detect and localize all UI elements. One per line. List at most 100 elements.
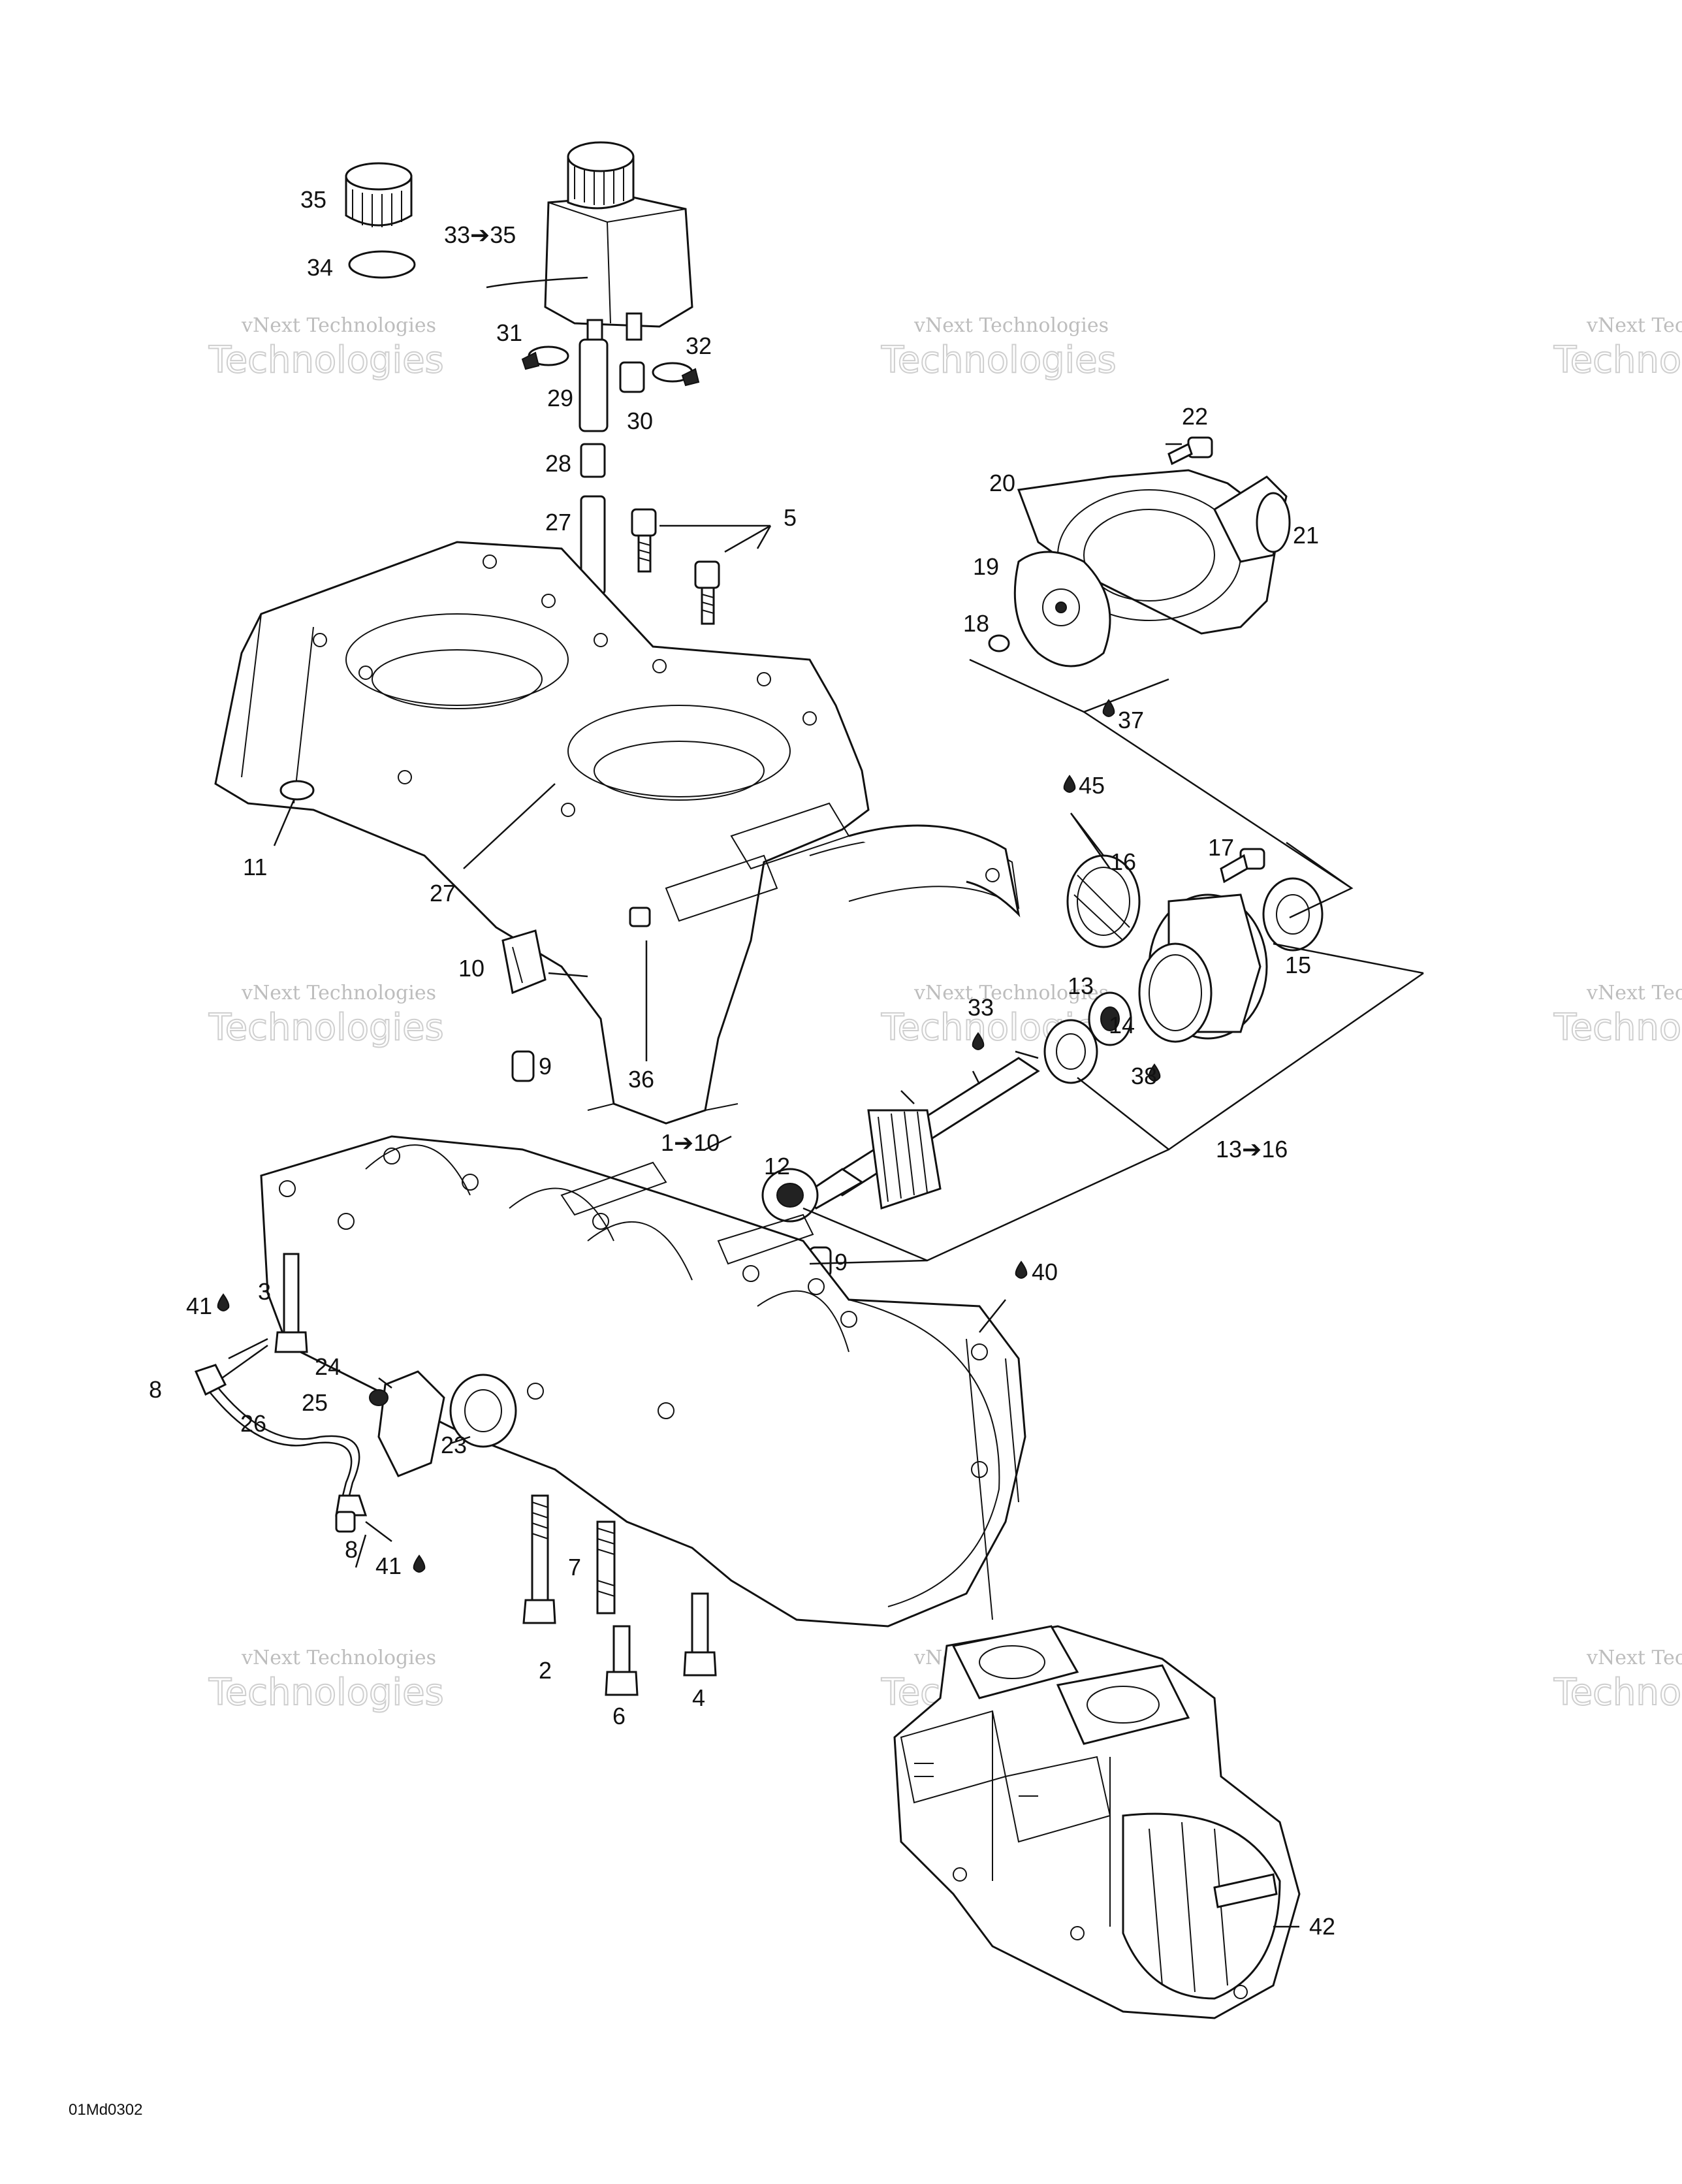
part-label-8: 8 — [149, 1376, 162, 1403]
watermark-line2: Technologies — [208, 1006, 444, 1049]
clamp-32 — [652, 362, 700, 387]
part-label-33: 33 — [968, 994, 994, 1021]
part-labels: 35 34 33➔35 31 32 29 30 28 27 5 22 20 21… — [149, 186, 1335, 1940]
part-label-40: 40 — [1032, 1259, 1058, 1285]
part-label-35: 35 — [300, 186, 326, 213]
lower-crankcase — [260, 1135, 1026, 1628]
watermark-line2: Technologies — [208, 1671, 444, 1714]
screw-5b — [694, 560, 720, 625]
part-label-4: 4 — [692, 1684, 705, 1711]
watermark-line1: vNext Technologies — [1586, 314, 1682, 337]
oil-drop-icon — [413, 1554, 426, 1573]
part-label-27: 27 — [545, 509, 571, 536]
part-label-29: 29 — [547, 385, 573, 411]
oil-drop-icon — [1148, 1063, 1161, 1082]
oil-drop-icon — [972, 1032, 985, 1050]
cover-24 — [377, 1370, 445, 1477]
oil-drop-icon — [217, 1293, 230, 1311]
part-label-2: 2 — [539, 1657, 552, 1684]
part-label-34: 34 — [307, 254, 333, 281]
part-label-33-35: 33➔35 — [444, 221, 516, 248]
watermark-line2: Technologies — [208, 339, 444, 381]
part-label-8b: 8 — [345, 1536, 358, 1563]
part-label-41b: 41 — [375, 1552, 402, 1579]
cap-35 — [345, 162, 413, 227]
bolt-3 — [274, 1253, 308, 1353]
watermark: vNext Technologies Technologies — [1553, 1646, 1682, 1714]
dowel-9a — [511, 1050, 535, 1082]
seal-15 — [1262, 877, 1324, 952]
screw-22 — [1167, 436, 1213, 466]
part-label-28: 28 — [545, 450, 571, 477]
bearing-13 — [1043, 991, 1132, 1084]
part-label-15: 15 — [1285, 952, 1311, 978]
watermark: vNext Technologies Technologies — [880, 314, 1117, 382]
drawing-code: 01Md0302 — [69, 2101, 142, 2119]
part-label-17: 17 — [1208, 834, 1234, 861]
part-label-25: 25 — [302, 1389, 328, 1416]
hose-29 — [579, 338, 609, 432]
part-label-21: 21 — [1293, 522, 1319, 549]
part-label-31: 31 — [496, 319, 522, 346]
screw-25 — [369, 1389, 389, 1406]
part-label-5: 5 — [784, 504, 797, 531]
part-label-24: 24 — [315, 1353, 341, 1380]
screw-4 — [683, 1592, 717, 1677]
output-shaft — [801, 1057, 1040, 1210]
watermark-line2: Technologies — [881, 339, 1117, 381]
part-label-42: 42 — [1309, 1913, 1335, 1940]
part-label-32: 32 — [686, 332, 712, 359]
oil-drop-icon — [1063, 775, 1076, 793]
part-label-7: 7 — [568, 1554, 581, 1581]
part-label-18: 18 — [963, 610, 989, 637]
watermark-line2: Technologies — [1553, 339, 1682, 381]
watermark: vNext Technologies Technologies — [208, 982, 445, 1050]
clamp-31 — [521, 345, 569, 370]
watermark: vNext Technologies Technologies — [208, 1646, 445, 1714]
part-label-19: 19 — [973, 553, 999, 580]
hose-30 — [619, 361, 645, 393]
assembled-engine-42 — [893, 1625, 1301, 2019]
part-label-9: 9 — [539, 1053, 552, 1080]
part-label-9b: 9 — [834, 1249, 848, 1276]
watermark-line1: vNext Technologies — [241, 982, 436, 1004]
part-label-13: 13 — [1068, 972, 1094, 999]
watermark-line1: vNext Technologies — [913, 314, 1109, 337]
watermark-line1: vNext Technologies — [913, 982, 1109, 1004]
watermark: vNext Technologies Technologies — [1553, 314, 1682, 382]
part-label-45: 45 — [1079, 772, 1105, 799]
watermark-line1: vNext Technologies — [241, 314, 436, 337]
gasket-34 — [348, 250, 416, 279]
part-label-1-10: 1➔10 — [661, 1129, 720, 1156]
leader-lines — [221, 276, 1424, 1928]
screw-6 — [605, 1625, 639, 1696]
part-label-38: 38 — [1131, 1063, 1157, 1089]
part-label-41: 41 — [186, 1293, 212, 1319]
seal-10 — [501, 929, 547, 995]
part-label-3: 3 — [258, 1278, 271, 1305]
part-label-13-16: 13➔16 — [1216, 1136, 1288, 1163]
watermark-line1: vNext Technologies — [1586, 982, 1682, 1004]
part-label-27b: 27 — [430, 880, 456, 907]
rotary-valve-cover — [988, 469, 1291, 667]
part-label-37: 37 — [1118, 707, 1144, 733]
screw-17 — [1220, 848, 1265, 884]
part-label-26: 26 — [240, 1410, 266, 1437]
part-label-14: 14 — [1109, 1012, 1135, 1038]
watermark-line2: Technologies — [1553, 1671, 1682, 1714]
part-label-6: 6 — [612, 1703, 626, 1729]
part-label-36: 36 — [628, 1066, 654, 1093]
stud-7 — [596, 1520, 616, 1614]
part-label-20: 20 — [989, 470, 1015, 496]
oil-reservoir — [544, 141, 693, 354]
part-label-23: 23 — [441, 1432, 467, 1458]
watermark: vNext Technologies Technologies — [208, 314, 445, 382]
part-label-11: 11 — [243, 854, 267, 880]
part-label-16: 16 — [1110, 848, 1136, 875]
part-label-22: 22 — [1182, 403, 1208, 430]
oil-drop-icon — [1102, 699, 1115, 717]
oil-drop-icons — [217, 699, 1161, 1573]
bolt-2 — [522, 1494, 556, 1624]
screw-5a — [631, 508, 657, 573]
